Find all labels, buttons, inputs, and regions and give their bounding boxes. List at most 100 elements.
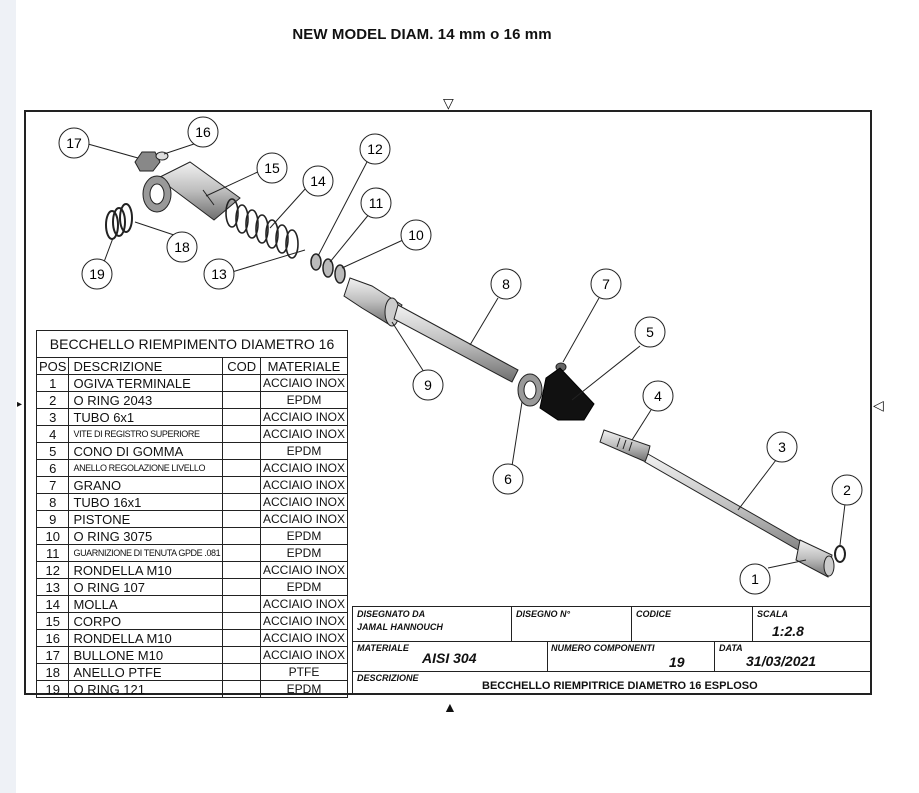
- row-description: GRANO: [68, 476, 224, 494]
- callout-17: 17: [66, 135, 82, 151]
- callout-4: 4: [654, 388, 662, 404]
- row-material: ACCIAIO INOX: [259, 646, 349, 664]
- page-title: NEW MODEL DIAM. 14 mm o 16 mm: [292, 26, 552, 43]
- material-label: MATERIALE: [357, 643, 409, 653]
- row-description: VITE DI REGISTRO SUPERIORE: [68, 425, 224, 443]
- row-code: [222, 510, 261, 528]
- row-code: [222, 680, 261, 698]
- row-material: EPDM: [259, 527, 349, 545]
- date-value: 31/03/2021: [746, 653, 817, 669]
- row-pos: 12: [35, 561, 70, 579]
- row-pos: 4: [35, 425, 70, 443]
- row-material: ACCIAIO INOX: [259, 612, 349, 630]
- row-code: [222, 493, 261, 511]
- part-4-adjust-screw: [599, 429, 651, 463]
- row-material: EPDM: [259, 578, 349, 596]
- row-code: [222, 561, 261, 579]
- row-code: [222, 408, 261, 426]
- row-material: ACCIAIO INOX: [259, 510, 349, 528]
- material-value: AISI 304: [422, 650, 477, 666]
- row-description: ANELLO PTFE: [68, 663, 224, 681]
- row-code: [222, 527, 261, 545]
- row-pos: 8: [35, 493, 70, 511]
- row-pos: 1: [35, 374, 70, 392]
- code-label: CODICE: [636, 609, 672, 619]
- row-pos: 14: [35, 595, 70, 613]
- header-pos: POS: [35, 357, 70, 375]
- scale-label: SCALA: [757, 609, 788, 619]
- callout-3: 3: [778, 439, 786, 455]
- callout-18: 18: [174, 239, 190, 255]
- part-19-18-rings: [105, 203, 133, 240]
- center-mark-bottom: ▲: [443, 699, 457, 715]
- row-material: PTFE: [259, 663, 349, 681]
- row-pos: 5: [35, 442, 70, 460]
- row-material: ACCIAIO INOX: [259, 561, 349, 579]
- title-block: DISEGNATO DA JAMAL HANNOUCH DISEGNO N° C…: [352, 606, 872, 695]
- components-value: 19: [669, 654, 685, 670]
- window-edge: [0, 0, 16, 793]
- row-pos: 2: [35, 391, 70, 409]
- callout-7: 7: [602, 276, 610, 292]
- callout-5: 5: [646, 324, 654, 340]
- row-code: [222, 425, 261, 443]
- part-15-body: [142, 161, 241, 221]
- callout-9: 9: [424, 377, 432, 393]
- row-pos: 16: [35, 629, 70, 647]
- scale-value: 1:2.8: [772, 623, 804, 639]
- row-description: O RING 2043: [68, 391, 224, 409]
- row-code: [222, 544, 261, 562]
- designed-by-label: DISEGNATO DA: [357, 609, 426, 619]
- row-description: PISTONE: [68, 510, 224, 528]
- drawing-no-label: DISEGNO N°: [516, 609, 571, 619]
- callout-8: 8: [502, 276, 510, 292]
- callout-19: 19: [89, 266, 105, 282]
- row-code: [222, 442, 261, 460]
- row-pos: 13: [35, 578, 70, 596]
- row-code: [222, 459, 261, 477]
- part-8-tube: [393, 304, 519, 383]
- callout-2: 2: [843, 482, 851, 498]
- row-material: ACCIAIO INOX: [259, 374, 349, 392]
- part-14-spring: [225, 198, 299, 259]
- callout-10: 10: [408, 227, 424, 243]
- center-mark-left: ▸: [17, 399, 23, 410]
- row-description: BULLONE M10: [68, 646, 224, 664]
- part-5-rubber-cone: [539, 367, 595, 421]
- row-pos: 19: [35, 680, 70, 698]
- row-pos: 17: [35, 646, 70, 664]
- row-description: O RING 107: [68, 578, 224, 596]
- row-pos: 3: [35, 408, 70, 426]
- parts-list-table: BECCHELLO RIEMPIMENTO DIAMETRO 16 POS DE…: [35, 330, 349, 698]
- row-pos: 18: [35, 663, 70, 681]
- row-description: GUARNIZIONE DI TENUTA GPDE .081: [68, 544, 224, 562]
- row-pos: 6: [35, 459, 70, 477]
- part-12-11-10-rings: [310, 253, 346, 284]
- row-code: [222, 374, 261, 392]
- row-description: O RING 3075: [68, 527, 224, 545]
- callout-labels: 17 16 15 14 13 12 11 10 9 8 7 5 6 4 3 2 …: [66, 124, 851, 587]
- row-description: ANELLO REGOLAZIONE LIVELLO: [68, 459, 224, 477]
- callout-12: 12: [367, 141, 383, 157]
- row-material: EPDM: [259, 391, 349, 409]
- callout-6: 6: [504, 471, 512, 487]
- date-label: DATA: [719, 643, 743, 653]
- components-label: NUMERO COMPONENTI: [551, 643, 655, 653]
- row-material: ACCIAIO INOX: [259, 629, 349, 647]
- row-description: RONDELLA M10: [68, 561, 224, 579]
- row-material: ACCIAIO INOX: [259, 476, 349, 494]
- row-description: TUBO 16x1: [68, 493, 224, 511]
- row-material: EPDM: [259, 442, 349, 460]
- callout-13: 13: [211, 266, 227, 282]
- leader-lines: [87, 143, 846, 569]
